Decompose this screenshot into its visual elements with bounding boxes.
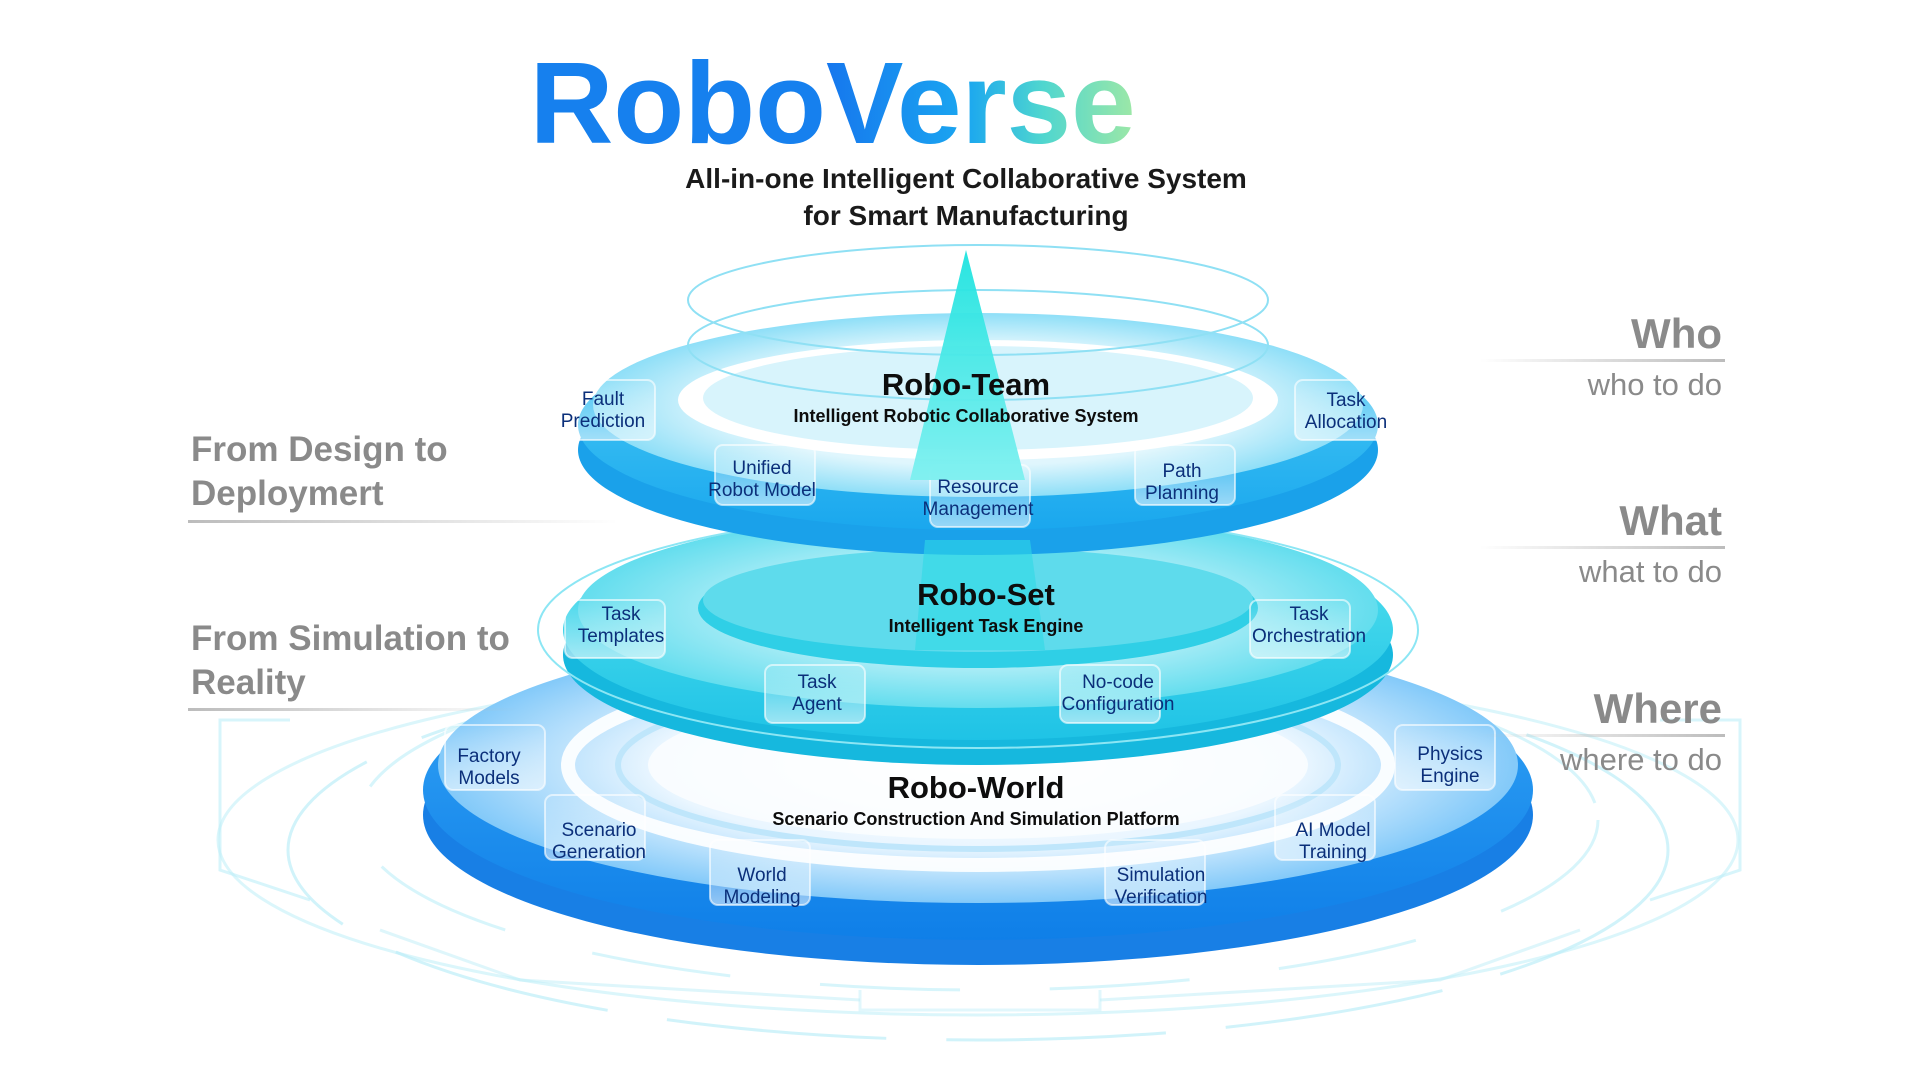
right-label-sub: what to do [1578, 554, 1722, 589]
robo-world-name: Robo-World [888, 770, 1065, 805]
module-label: Orchestration [1252, 626, 1366, 647]
robo-set-name: Robo-Set [917, 577, 1055, 612]
set-module-no-code-configuration: No-code Configuration [1061, 672, 1174, 715]
right-label-title: Who [1631, 310, 1722, 357]
robo-team-desc: Intelligent Robotic Collaborative System [793, 406, 1138, 426]
title-robo: Robo [530, 38, 826, 168]
module-label: Agent [792, 694, 842, 715]
world-module-factory-models: Factory Models [457, 746, 521, 789]
team-module-path-planning: Path Planning [1145, 461, 1219, 504]
world-module-physics-engine: Physics Engine [1417, 744, 1482, 787]
module-label: AI Model [1296, 820, 1371, 841]
module-label: Unified [732, 458, 791, 479]
right-divider [1480, 546, 1725, 549]
right-label-where: Where where to do [1480, 685, 1725, 777]
module-label: Templates [578, 626, 665, 647]
left-label-line: Deploymert [191, 474, 384, 513]
right-label-who: Who who to do [1480, 310, 1725, 402]
module-label: Engine [1420, 766, 1479, 787]
module-label: Robot Model [708, 480, 816, 501]
module-label: Physics [1417, 744, 1482, 765]
robo-team-name: Robo-Team [882, 367, 1050, 402]
right-label-what: What what to do [1480, 497, 1725, 589]
module-label: Planning [1145, 483, 1219, 504]
right-label-sub: where to do [1559, 742, 1722, 777]
set-module-pillars [564, 599, 1351, 724]
right-divider [1480, 359, 1725, 362]
set-module-task-orchestration: Task Orchestration [1252, 604, 1366, 647]
team-module-unified-robot-model: Unified Robot Model [708, 458, 816, 501]
module-label: Factory [457, 746, 521, 767]
module-label: Generation [552, 842, 646, 863]
robo-set-desc: Intelligent Task Engine [889, 616, 1084, 636]
left-label-line: From Simulation to [191, 619, 510, 658]
team-module-pillars [554, 379, 1396, 528]
module-label: Task [601, 604, 641, 625]
module-label: Scenario [562, 820, 637, 841]
module-label: Task [1289, 604, 1329, 625]
left-label-design-to-deployment: From Design to Deploymert [188, 430, 618, 523]
title-verse: Verse [826, 38, 1136, 168]
module-label: Task [797, 672, 837, 693]
module-label: Management [923, 499, 1035, 520]
world-module-simulation-verification: Simulation Verification [1115, 865, 1208, 908]
module-label: Verification [1115, 887, 1208, 908]
world-module-ai-model-training: AI Model Training [1296, 820, 1371, 863]
central-beam [910, 250, 1045, 650]
set-module-task-templates: Task Templates [578, 604, 665, 647]
world-module-world-modeling: World Modeling [723, 865, 800, 908]
right-divider [1480, 734, 1725, 737]
robo-world-desc: Scenario Construction And Simulation Pla… [772, 809, 1179, 829]
right-label-title: What [1619, 497, 1722, 544]
right-label-sub: who to do [1587, 367, 1722, 402]
module-label: Allocation [1305, 412, 1387, 433]
world-module-pillars [444, 724, 1496, 906]
subtitle-line1: All-in-one Intelligent Collaborative Sys… [685, 163, 1247, 194]
module-label: Resource [937, 477, 1018, 498]
left-label-simulation-to-reality: From Simulation to Reality [188, 619, 518, 711]
left-divider [188, 520, 618, 523]
module-label: Task [1326, 390, 1366, 411]
module-label: Modeling [723, 887, 800, 908]
module-label: Training [1299, 842, 1367, 863]
left-label-line: Reality [191, 663, 306, 702]
team-module-fault-prediction: Fault Prediction [561, 389, 646, 432]
module-label: Simulation [1117, 865, 1206, 886]
module-label: World [737, 865, 786, 886]
left-divider [188, 708, 518, 711]
team-module-task-allocation: Task Allocation [1305, 390, 1387, 433]
module-label: Path [1162, 461, 1201, 482]
subtitle-line2: for Smart Manufacturing [803, 200, 1128, 231]
team-module-resource-management: Resource Management [923, 477, 1035, 520]
world-module-scenario-generation: Scenario Generation [552, 820, 646, 863]
module-label: Models [458, 768, 519, 789]
right-label-title: Where [1594, 685, 1722, 732]
set-module-task-agent: Task Agent [792, 672, 842, 715]
left-label-line: From Design to [191, 430, 448, 469]
module-label: Fault [582, 389, 625, 410]
module-label: Prediction [561, 411, 646, 432]
module-label: No-code [1082, 672, 1154, 693]
module-label: Configuration [1061, 694, 1174, 715]
